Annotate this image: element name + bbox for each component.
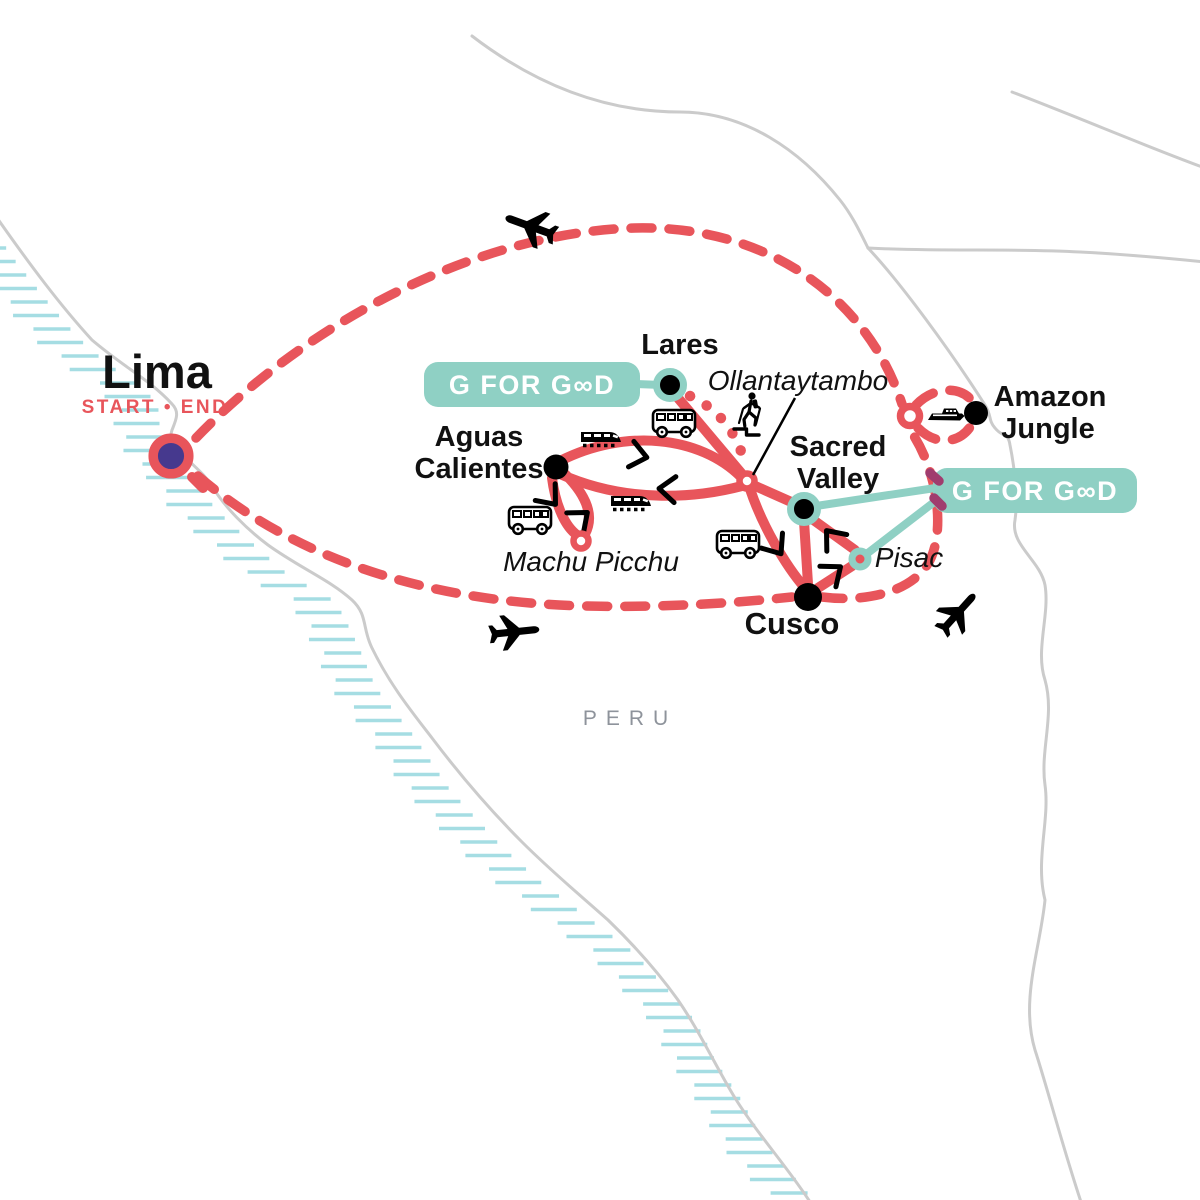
ollantaytambo-leader-line xyxy=(751,397,797,476)
border-east xyxy=(866,246,1082,1200)
amazon-transfer-marker[interactable] xyxy=(896,402,924,430)
route-lima-stub xyxy=(187,472,208,493)
sacred-valley-label-line1: Sacred xyxy=(790,431,887,463)
cusco-label: Cusco xyxy=(745,606,840,641)
plane-icon xyxy=(487,611,542,653)
lima-start-end-label: START • END xyxy=(82,397,229,418)
ollantaytambo-marker[interactable] xyxy=(736,470,758,492)
route-amazon-loop-bottom xyxy=(913,419,977,446)
lares-badge-label: G FOR G∞D xyxy=(449,370,615,400)
accent-dash-2 xyxy=(929,493,947,511)
pisac-label: Pisac xyxy=(875,542,943,573)
bus-icon xyxy=(715,529,761,560)
sacred-valley-g-for-good-badge[interactable]: G FOR G∞D xyxy=(933,468,1137,513)
connector-sacredvalley-badge xyxy=(799,483,946,512)
route-ollantaytambo-cusco xyxy=(745,484,810,593)
lares-g-for-good-badge[interactable]: G FOR G∞D xyxy=(424,362,640,407)
machu-picchu-marker[interactable] xyxy=(570,530,592,552)
coastline xyxy=(0,219,811,1200)
connector-pisac-badge xyxy=(856,492,946,563)
amazon-jungle-marker[interactable] xyxy=(964,401,988,425)
route-cusco-pisac xyxy=(813,561,857,593)
accent-dash-1 xyxy=(925,468,944,486)
boat-icon xyxy=(928,408,965,421)
country-label: PERU xyxy=(583,707,677,730)
country-borders xyxy=(0,34,1200,1200)
location-markers xyxy=(148,368,988,611)
amazon-label-line1: Amazon xyxy=(994,381,1107,413)
cusco-marker[interactable] xyxy=(794,583,822,611)
bus-icon xyxy=(651,408,697,439)
route-machu-loop-right xyxy=(560,469,594,539)
route-amazon-loop-top xyxy=(911,385,977,410)
aguas-label-line1: Aguas xyxy=(435,421,524,453)
route-lima-amazon-north xyxy=(191,223,907,443)
sacred-valley-marker[interactable] xyxy=(787,492,821,526)
route-aguas-ollantaytambo-lower xyxy=(555,469,747,501)
lima-label: Lima xyxy=(102,345,213,398)
aguas-label-line2: Calientes xyxy=(415,453,544,485)
lima-marker[interactable] xyxy=(148,433,194,479)
ollantaytambo-label: Ollantaytambo xyxy=(708,365,889,396)
hidden-route-accents xyxy=(925,468,947,511)
route-sacredvalley-cusco xyxy=(799,516,813,589)
machu-picchu-label: Machu Picchu xyxy=(503,546,679,577)
border-north xyxy=(470,34,870,250)
border-corner-ne xyxy=(1010,90,1200,168)
sacred-valley-label-line2: Valley xyxy=(797,463,879,495)
sacred-valley-badge-label: G FOR G∞D xyxy=(952,476,1118,506)
aguas-calientes-marker[interactable] xyxy=(543,454,569,480)
pisac-marker[interactable] xyxy=(848,547,872,571)
border-northeast xyxy=(866,246,1200,264)
train-icon xyxy=(609,494,653,512)
amazon-label-line2: Jungle xyxy=(1001,413,1094,445)
route-aguas-ollantaytambo-upper xyxy=(555,435,746,482)
location-labels: Lima START • END Lares Ollantaytambo Agu… xyxy=(82,329,1107,730)
hiker-icon xyxy=(732,390,762,437)
lares-marker[interactable] xyxy=(653,368,687,402)
route-lima-cusco-south xyxy=(193,471,797,612)
plane-icon xyxy=(927,582,988,644)
bus-icon xyxy=(507,505,553,536)
lares-label: Lares xyxy=(641,329,718,361)
